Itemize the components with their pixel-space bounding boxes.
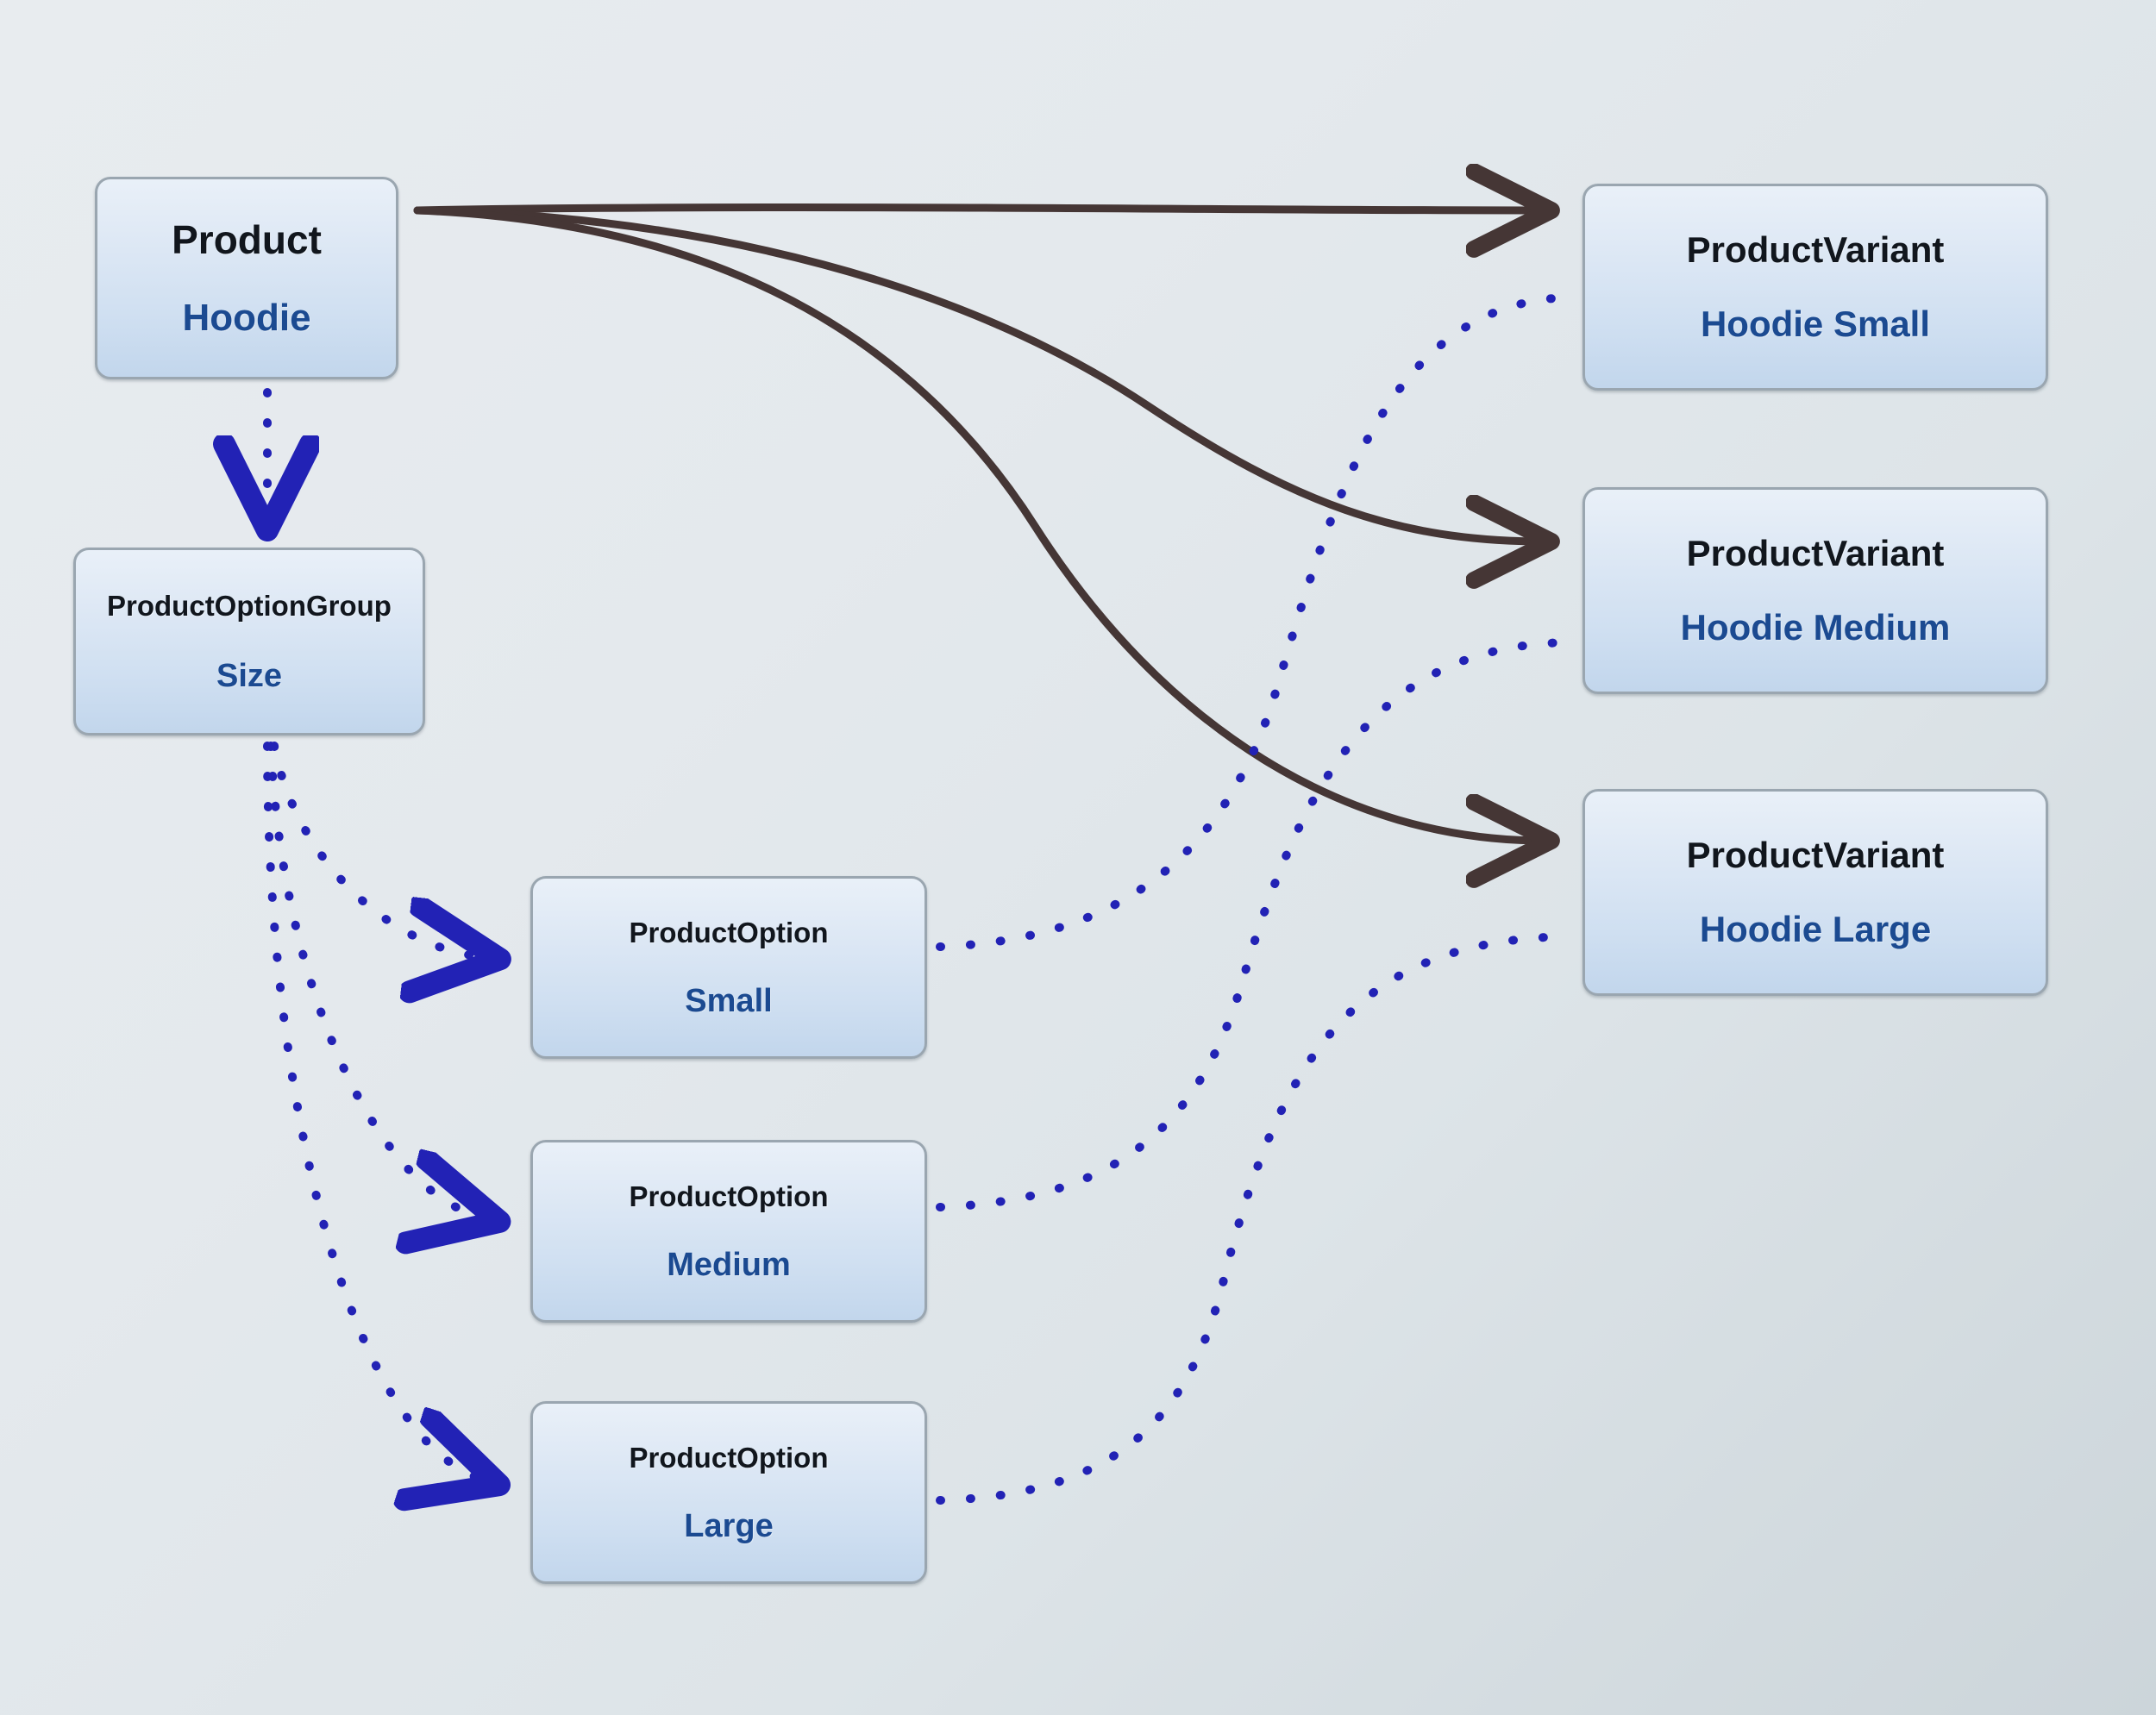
node-product-option-large[interactable]: ProductOption Large xyxy=(530,1401,927,1584)
node-product-variant-small[interactable]: ProductVariant Hoodie Small xyxy=(1583,184,2048,391)
node-product-option-small[interactable]: ProductOption Small xyxy=(530,876,927,1059)
edge-option-small-to-variant-small xyxy=(936,293,1574,951)
edge-product-to-variant-small xyxy=(413,207,1544,210)
node-product-option-large-name: Large xyxy=(684,1507,774,1544)
edge-product-to-variant-medium xyxy=(413,206,1544,541)
node-product-variant-small-type: ProductVariant xyxy=(1686,229,1945,270)
node-product-option-group-name: Size xyxy=(216,657,283,694)
node-product-option-small-type: ProductOption xyxy=(629,916,829,948)
edge-option-medium-to-variant-medium xyxy=(936,638,1574,1211)
node-product-variant-small-name: Hoodie Small xyxy=(1700,304,1931,344)
node-product-option-large-type: ProductOption xyxy=(629,1441,829,1474)
node-product-variant-medium-name: Hoodie Medium xyxy=(1680,607,1951,648)
edge-option-group-to-option-large xyxy=(263,742,483,1480)
node-product-option-small-name: Small xyxy=(685,982,773,1019)
node-product-variant-large-type: ProductVariant xyxy=(1686,835,1945,875)
node-product-variant-medium[interactable]: ProductVariant Hoodie Medium xyxy=(1583,487,2048,694)
node-product-variant-large[interactable]: ProductVariant Hoodie Large xyxy=(1583,789,2048,996)
node-product[interactable]: Product Hoodie xyxy=(95,177,398,379)
edge-option-group-to-option-medium xyxy=(266,742,483,1217)
node-product-type: Product xyxy=(172,216,322,262)
node-product-option-group-type: ProductOptionGroup xyxy=(107,589,392,622)
edge-option-group-to-option-small xyxy=(270,742,483,957)
node-product-variant-medium-type: ProductVariant xyxy=(1686,533,1945,573)
node-product-option-medium-name: Medium xyxy=(667,1246,791,1283)
node-product-variant-large-name: Hoodie Large xyxy=(1699,909,1932,949)
node-product-option-group[interactable]: ProductOptionGroup Size xyxy=(73,548,425,735)
node-product-option-medium-type: ProductOption xyxy=(629,1180,829,1212)
node-product-name: Hoodie xyxy=(182,296,311,339)
edge-option-large-to-variant-large xyxy=(936,932,1574,1505)
edge-product-to-variant-large xyxy=(413,206,1544,841)
node-product-option-medium[interactable]: ProductOption Medium xyxy=(530,1140,927,1323)
